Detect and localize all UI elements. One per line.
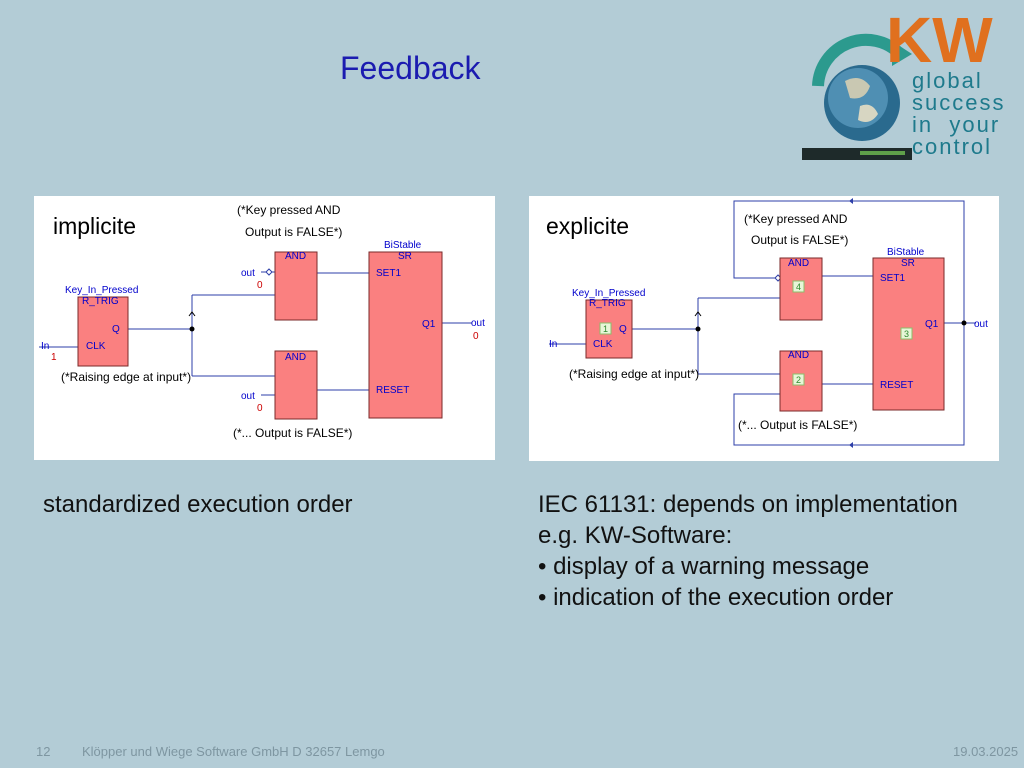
out-val-top: 0 <box>257 280 263 291</box>
implicit-fbd-diagram: Key_In_Pressed R_TRIG Q CLK AND AND BiSt… <box>39 203 485 440</box>
and-2-label-r: AND <box>788 350 809 361</box>
right-caption-line-3: • display of a warning message <box>538 553 870 580</box>
panel-label-explicite: explicite <box>546 213 630 239</box>
comment-top-2-r: Output is FALSE*) <box>751 233 848 247</box>
out-val-right: 0 <box>473 331 479 342</box>
rtrig-q-r: Q <box>619 324 627 335</box>
comment-bottom: (*... Output is FALSE*) <box>233 426 352 440</box>
and-1-label-r: AND <box>788 258 809 269</box>
out-var-right: out <box>471 318 485 329</box>
explicit-fbd-diagram: 1 2 3 4 Key_In_Pressed R_TRIG Q CLK AND … <box>549 198 988 448</box>
bistable-output: Q1 <box>422 319 436 330</box>
footer-company: Klöpper und Wiege Software GmbH D 32657 … <box>82 744 385 759</box>
rtrig-type-r: R_TRIG <box>589 298 626 309</box>
bistable-type: BiStable <box>384 240 422 251</box>
left-caption: standardized execution order <box>43 491 353 518</box>
and-2-label: AND <box>285 352 306 363</box>
logo-tagline-1: global <box>912 68 983 93</box>
logo-tagline-3: in your <box>912 112 1000 137</box>
exec-order-3: 3 <box>904 329 909 339</box>
out-val-bottom: 0 <box>257 403 263 414</box>
right-caption-line-4: • indication of the execution order <box>538 584 894 611</box>
rtrig-clk: CLK <box>86 341 106 352</box>
slide-title: Feedback <box>340 50 481 86</box>
in-val: 1 <box>51 352 57 363</box>
right-caption-line-1: IEC 61131: depends on implementation <box>538 491 958 518</box>
globe-icon <box>812 33 912 141</box>
logo-tagline-2: success <box>912 90 1005 115</box>
exec-order-2: 2 <box>796 375 801 385</box>
exec-order-1: 1 <box>603 324 608 334</box>
rtrig-type: R_TRIG <box>82 296 119 307</box>
panel-label-implicite: implicite <box>53 213 137 239</box>
bistable-reset: RESET <box>376 385 409 396</box>
out-var-top: out <box>241 268 255 279</box>
bistable-name: SR <box>398 251 412 262</box>
bistable-set: SET1 <box>376 268 401 279</box>
right-caption: IEC 61131: depends on implementation e.g… <box>538 489 958 613</box>
out-var-r: out <box>974 319 988 330</box>
rtrig-clk-r: CLK <box>593 339 613 350</box>
in-var: In <box>41 341 49 352</box>
bistable-name-r: SR <box>901 258 915 269</box>
out-var-bottom: out <box>241 391 255 402</box>
comment-top-1-r: (*Key pressed AND <box>744 212 848 226</box>
footer-page-number: 12 <box>36 744 51 759</box>
bistable-type-r: BiStable <box>887 247 925 258</box>
bistable-reset-r: RESET <box>880 380 913 391</box>
implicit-diagram-panel: implicite Key_In_Pressed R_TRIG Q C <box>34 196 495 460</box>
company-logo: KW global success in your control <box>800 4 1022 164</box>
comment-edge-r: (*Raising edge at input*) <box>569 367 699 381</box>
rtrig-instance: Key_In_Pressed <box>65 285 138 296</box>
comment-bottom-r: (*... Output is FALSE*) <box>738 418 857 432</box>
explicit-diagram-panel: explicite <box>529 196 999 461</box>
rtrig-instance-r: Key_In_Pressed <box>572 288 645 299</box>
and-1-label: AND <box>285 251 306 262</box>
comment-edge: (*Raising edge at input*) <box>61 370 191 384</box>
comment-top-1: (*Key pressed AND <box>237 203 341 217</box>
right-caption-line-2: e.g. KW-Software: <box>538 522 733 549</box>
bistable-output-r: Q1 <box>925 319 939 330</box>
rtrig-q: Q <box>112 324 120 335</box>
comment-top-2: Output is FALSE*) <box>245 225 342 239</box>
logo-letters: KW <box>886 6 993 76</box>
bistable-set-r: SET1 <box>880 273 905 284</box>
footer-date: 19.03.2025 <box>953 744 1019 759</box>
exec-order-4: 4 <box>796 282 801 292</box>
in-var-r: In <box>549 339 557 350</box>
logo-tagline-4: control <box>912 134 992 159</box>
